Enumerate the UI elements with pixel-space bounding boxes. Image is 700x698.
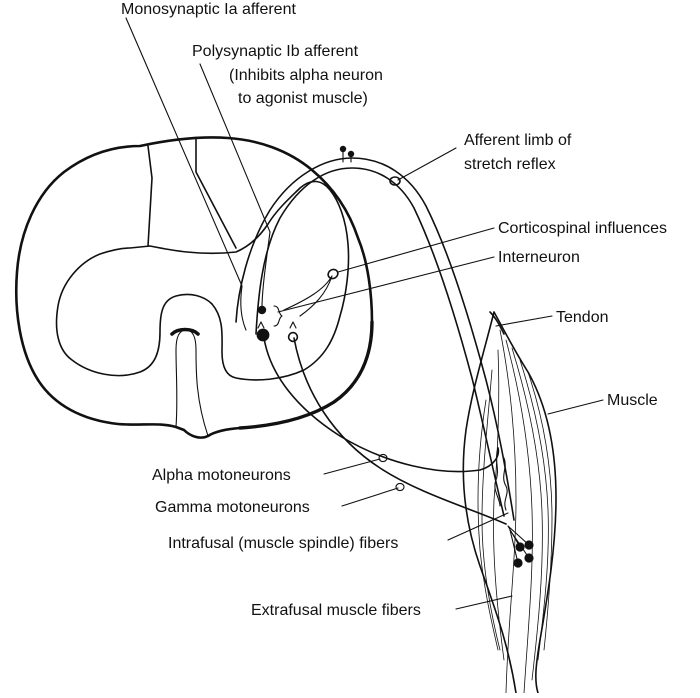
label-interneuron: Interneuron <box>498 249 580 266</box>
dorsal-septum-right <box>195 137 237 249</box>
alpha-motoneuron-cell <box>256 328 270 342</box>
label-afferent-limb-line1: Afferent limb of <box>464 132 572 149</box>
synapse-arrow-left <box>257 321 265 329</box>
label-extrafusal: Extrafusal muscle fibers <box>251 602 421 619</box>
label-gamma-motoneurons: Gamma motoneurons <box>155 499 310 516</box>
muscle-outline <box>462 311 557 694</box>
leader-tendon <box>495 315 553 327</box>
label-corticospinal: Corticospinal influences <box>498 220 667 237</box>
leader-intrafusal <box>447 512 509 541</box>
label-polysynaptic-line3: to agonist muscle) <box>238 90 368 107</box>
interneuron-cell <box>257 305 267 315</box>
leader-interneuron <box>277 256 495 313</box>
ib-afferent-fiber <box>261 231 271 309</box>
leader-alpha <box>323 458 381 475</box>
ventral-fissure <box>175 329 209 437</box>
label-alpha-motoneurons: Alpha motoneurons <box>152 467 291 484</box>
afferent-knob-2 <box>347 150 355 158</box>
corticospinal-pathway <box>283 275 333 317</box>
label-afferent-limb-line2: stretch reflex <box>464 156 556 173</box>
leader-extrafusal <box>455 595 513 610</box>
label-intrafusal: Intrafusal (muscle spindle) fibers <box>168 535 398 552</box>
tendon <box>489 311 505 335</box>
gamma-motoneuron-axon <box>293 337 507 525</box>
muscle-fibers <box>477 329 553 694</box>
leader-afferent-limb <box>397 147 457 181</box>
gamma-motoneuron-cell <box>287 331 299 343</box>
afferent-limb-fiber-inner <box>255 167 505 517</box>
label-monosynaptic: Monosynaptic Ia afferent <box>121 1 296 18</box>
label-tendon: Tendon <box>556 309 609 326</box>
alpha-motoneuron-axon <box>263 337 500 473</box>
spindle-ending-stems <box>507 525 530 564</box>
leader-corticospinal <box>337 227 495 273</box>
gamma-motoneuron-node <box>395 482 405 492</box>
synapse-arrow-right <box>289 321 297 329</box>
label-muscle: Muscle <box>607 392 658 409</box>
spinal-cord-section <box>14 136 374 439</box>
muscle-illustration <box>462 311 557 694</box>
afferent-limb-fiber-outer <box>235 157 515 521</box>
afferent-knob-1 <box>339 145 347 153</box>
anterior-commissure <box>170 327 200 336</box>
spinal-cord-rim <box>238 320 374 430</box>
ia-afferent-fiber <box>240 285 247 331</box>
leader-muscle <box>547 399 604 415</box>
label-polysynaptic-line2: (Inhibits alpha neuron <box>229 67 383 84</box>
leader-polysynaptic <box>199 63 271 233</box>
leader-gamma <box>341 487 399 507</box>
labels: Monosynaptic Ia afferent Polysynaptic Ib… <box>121 1 667 619</box>
corticospinal-terminal <box>327 268 339 280</box>
label-polysynaptic-line1: Polysynaptic Ib afferent <box>192 43 359 60</box>
leader-lines <box>125 17 604 610</box>
alpha-motoneuron-node <box>378 453 388 463</box>
leader-monosynaptic <box>125 17 243 287</box>
muscle-spindle <box>494 447 508 511</box>
nerve-pathways <box>235 145 515 525</box>
dorsal-septum-left <box>147 145 153 247</box>
synapse-bracket <box>273 305 283 327</box>
afferent-limb-node <box>389 176 401 186</box>
gray-matter <box>55 180 350 381</box>
